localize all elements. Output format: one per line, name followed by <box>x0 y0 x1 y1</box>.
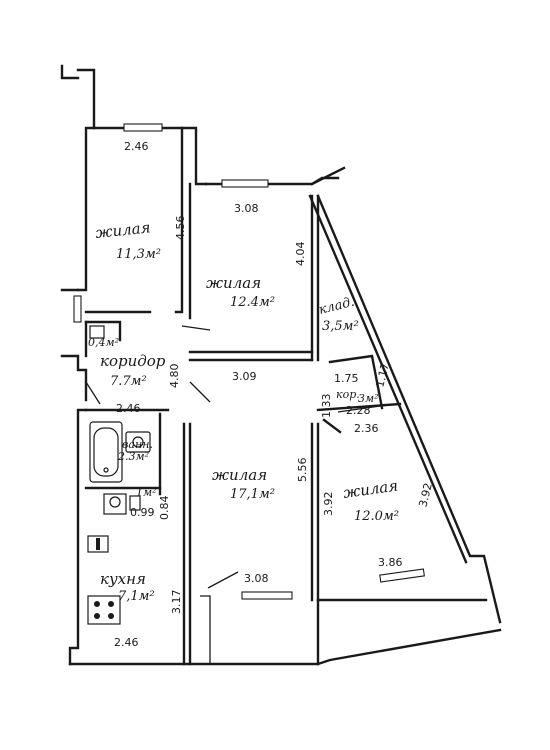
dim-wc-width: 0.84 <box>158 496 171 521</box>
room-name-bedroom-right: жилая <box>342 476 399 501</box>
room-area-kitchen: 7,1м² <box>118 589 155 604</box>
room-area-corridor-small: 3м² <box>358 392 379 405</box>
dim-small-corridor-d: 2.28 <box>346 404 371 417</box>
dim-small-corridor-b: 1.17 <box>373 362 392 389</box>
room-name-bedroom-center: жилая <box>206 274 261 292</box>
dim-bedroom-center-height: 4.04 <box>294 242 307 267</box>
dim-kitchen-height: 3.17 <box>170 590 183 615</box>
room-name-corridor-small: кор. <box>336 388 360 401</box>
dim-bedroom-right-left: 3.92 <box>322 492 335 517</box>
room-area-bathroom: 2.3м² <box>117 450 149 463</box>
room-area-storage: 3,5м² <box>322 319 359 334</box>
room-name-bedroom-top-left: жилая <box>95 218 152 242</box>
dim-small-corridor-a: 1.75 <box>334 372 359 385</box>
room-area-wc: 0,4м² <box>88 336 119 349</box>
dim-bedroom-top-left-width: 2.46 <box>124 140 149 153</box>
room-name-corridor-main: коридор <box>100 352 166 370</box>
room-area-bedroom-top-left: 11,3м² <box>116 247 161 262</box>
dim-bedroom-right-bottom: 3.86 <box>378 556 403 569</box>
toilet-fixture <box>103 493 141 515</box>
sink-fixture <box>125 431 151 453</box>
interior-walls <box>84 126 402 666</box>
room-name-bathroom: ванн. <box>122 438 153 451</box>
dim-bedroom-center-width: 3.08 <box>234 202 259 215</box>
dim-wc-depth: 0.99 <box>130 506 155 519</box>
room-name-storage: клад. <box>317 295 356 318</box>
outer-walls <box>60 64 502 666</box>
dimension-labels: 2.46 4.56 3.08 4.04 3.09 4.80 2.46 1.75 … <box>114 140 435 649</box>
room-area-corridor-main: 7.7м² <box>110 374 147 389</box>
room-area-living-center: 17,1м² <box>230 487 275 502</box>
dim-kitchen-width: 2.46 <box>114 636 139 649</box>
dim-bedroom-right-top: 2.36 <box>354 422 379 435</box>
windows <box>73 123 425 600</box>
kitchen-sink-fixture <box>87 535 109 553</box>
dim-small-corridor-c: 1.33 <box>320 394 333 419</box>
dim-living-center-height: 5.56 <box>296 458 309 483</box>
dim-bathroom-width: 2.46 <box>116 402 141 415</box>
dim-bedroom-right-right: 3.92 <box>416 482 435 509</box>
bathtub-fixture <box>89 421 123 483</box>
room-name-kitchen: кухня <box>100 570 146 588</box>
stove-fixture <box>87 595 121 625</box>
room-area-wc-2: 1м² <box>136 486 157 499</box>
dim-corridor-width: 3.09 <box>232 370 257 383</box>
room-labels: жилая 11,3м² жилая 12.4м² клад. 3,5м² ко… <box>88 218 399 604</box>
dim-bedroom-top-left-height: 4.56 <box>174 216 187 241</box>
room-name-living-center: жилая <box>212 466 267 484</box>
dim-corridor-length: 4.80 <box>168 364 181 389</box>
room-area-bedroom-center: 12.4м² <box>230 295 275 310</box>
room-area-bedroom-right: 12.0м² <box>354 509 399 524</box>
dim-living-center-width: 3.08 <box>244 572 269 585</box>
wc-tank-fixture <box>89 325 105 339</box>
